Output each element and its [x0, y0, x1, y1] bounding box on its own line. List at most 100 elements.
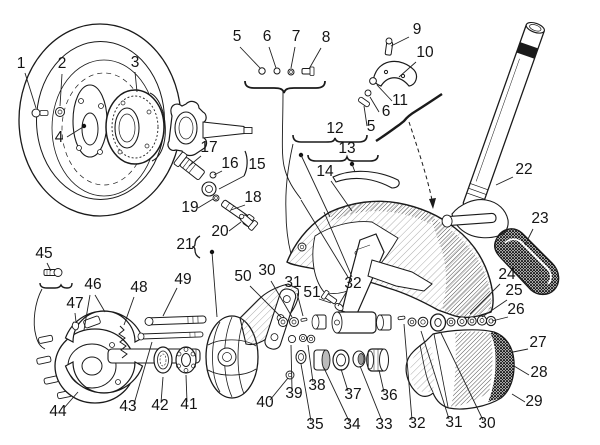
- part-number-label: 13: [338, 140, 355, 157]
- part-number-label: 25: [505, 282, 522, 299]
- part-number-label: 43: [119, 398, 136, 415]
- callout-32: 32: [337, 275, 362, 307]
- callout-39: 39: [285, 344, 303, 402]
- part-number-label: 14: [316, 163, 334, 180]
- leader-line: [24, 72, 37, 109]
- leader-line: [469, 283, 501, 315]
- part-number-label: 36: [380, 387, 397, 404]
- part-number-label: 35: [306, 416, 323, 433]
- leader-line: [230, 204, 246, 211]
- part-number-label: 46: [84, 276, 101, 293]
- callout-4: 4: [55, 123, 87, 146]
- part-number-label: 18: [244, 189, 261, 206]
- leader-line: [495, 176, 514, 186]
- callout-1: 1: [17, 55, 37, 109]
- part-number-label: 51: [303, 284, 320, 301]
- part-number-label: 26: [507, 301, 524, 318]
- part-number-label: 5: [233, 28, 242, 45]
- part-number-label: 49: [174, 271, 191, 288]
- part-number-label: 48: [130, 279, 147, 296]
- fork-lower-bracket-illustration: [441, 199, 509, 239]
- part-number-label: 21: [176, 236, 193, 253]
- part-number-label: 12: [326, 120, 343, 137]
- leader-line: [133, 341, 153, 405]
- part-number-label: 38: [308, 377, 325, 394]
- callout-7: 7: [290, 28, 301, 69]
- leader-line: [403, 323, 413, 421]
- part-number-label: 44: [49, 403, 67, 420]
- leader-line: [318, 298, 332, 304]
- bearing-cups-illustration: [285, 333, 389, 380]
- callout-50: 50: [234, 268, 282, 318]
- leader-line: [228, 221, 242, 232]
- callout-30: 30: [258, 262, 293, 318]
- leader-line: [268, 46, 277, 69]
- leader-line: [269, 377, 289, 401]
- part-number-label: 7: [292, 28, 301, 45]
- leader-line: [363, 105, 368, 127]
- callout-19: 19: [181, 198, 214, 216]
- leader-line: [511, 393, 526, 403]
- part-number-label: 30: [478, 415, 496, 432]
- callout-38: 38: [307, 344, 326, 394]
- callout-43: 43: [119, 341, 153, 415]
- brake-drum-illustration: [105, 89, 166, 165]
- leader-line: [376, 84, 393, 102]
- leader-line: [390, 36, 410, 47]
- part-number-label: 31: [445, 414, 462, 431]
- callout-23: 23: [524, 210, 549, 246]
- leader-line: [512, 348, 529, 353]
- part-number-label: 47: [66, 295, 83, 312]
- leader-line: [197, 198, 214, 209]
- hardware-row-illustration: [278, 289, 497, 332]
- leader-line: [162, 287, 178, 317]
- leader-line: [290, 344, 293, 391]
- suspension-arm-illustration: [331, 233, 433, 334]
- part-number-label: 40: [256, 394, 274, 411]
- callout-25: 25: [481, 282, 523, 318]
- leader-line: [213, 170, 223, 176]
- leader-line: [46, 262, 52, 272]
- leader-line: [340, 368, 349, 392]
- part-number-label: 37: [344, 386, 361, 403]
- callout-29: 29: [511, 393, 543, 410]
- leader-line: [296, 292, 304, 317]
- callout-6: 6: [369, 96, 390, 120]
- shield-cover-illustration: [494, 228, 560, 296]
- callout-6: 6: [263, 28, 277, 69]
- leader-line: [440, 332, 484, 421]
- part-number-label: 4: [55, 129, 64, 146]
- hub-flange-illustration: [36, 328, 136, 404]
- part-number-label: 17: [200, 139, 217, 156]
- leader-line: [94, 294, 106, 313]
- part-number-label: 16: [221, 155, 238, 172]
- screw-45-illustration: [43, 268, 63, 277]
- seal-illustration: [153, 346, 173, 374]
- axle-flange-illustration: [167, 100, 253, 157]
- callout-10: 10: [398, 44, 434, 78]
- leader-line: [323, 367, 350, 422]
- leader-line: [218, 175, 245, 190]
- callout-45: 45: [35, 245, 53, 272]
- small-fasteners-top-illustration: [258, 66, 315, 76]
- leader-line: [337, 290, 348, 307]
- part-number-label: 11: [392, 92, 408, 109]
- callout-27: 27: [512, 334, 547, 353]
- axle-hardware-illustration: [173, 151, 259, 231]
- part-number-label: 22: [515, 161, 532, 178]
- callout-28: 28: [513, 364, 548, 381]
- leader-line: [188, 155, 202, 167]
- callout-26: 26: [491, 301, 525, 322]
- callout-42: 42: [151, 376, 169, 414]
- trim-strip-illustration: [332, 170, 400, 189]
- callout-21: 21: [176, 236, 218, 318]
- callout-49: 49: [162, 271, 192, 317]
- leader-line: [481, 299, 508, 318]
- part-number-label: 6: [263, 28, 272, 45]
- leader-line: [270, 280, 293, 318]
- leader-line: [378, 369, 385, 393]
- leader-line: [249, 285, 282, 318]
- part-number-label: 28: [530, 364, 547, 381]
- callout-30: 30: [440, 332, 496, 432]
